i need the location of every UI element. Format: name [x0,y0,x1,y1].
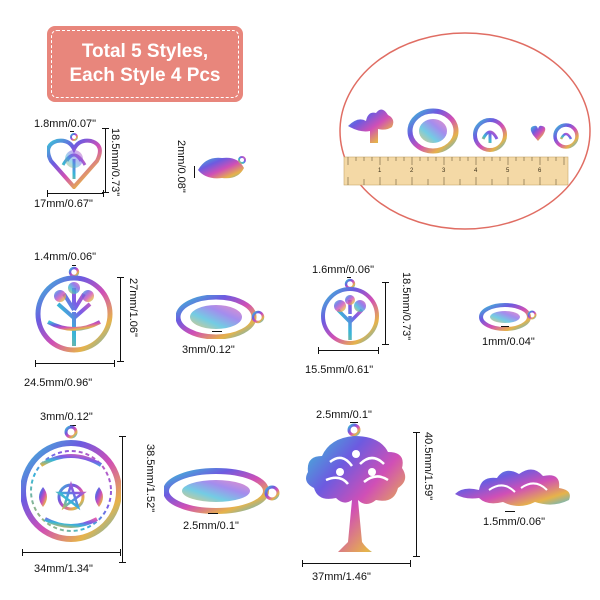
mini-heart-charm [530,125,546,141]
size-comparison-photo: 1 2 3 4 5 6 [338,31,592,231]
tree-side-thickness-label: 1.5mm/0.06" [483,516,545,528]
small-round-width-cap-left [318,347,319,354]
small-round-height-label: 18.5mm/0.73" [400,272,412,341]
mini-round-charm [473,118,507,152]
heart-width-cap-left [47,190,48,197]
promo-banner: Total 5 Styles, Each Style 4 Pcs [47,26,243,102]
moon-width-cap-right [120,549,121,556]
ruler-number-3: 3 [442,168,446,174]
ruler-number-5: 5 [506,168,510,174]
heart-width-line [47,193,103,194]
moon-height-cap-bottom [119,562,126,563]
tree-thickness-label: 2.5mm/0.1" [316,409,372,421]
heart-charm [47,131,103,189]
heart-width-label: 17mm/0.67" [34,198,93,210]
ruler: 1 2 3 4 5 6 [343,156,569,186]
tree-width-line [302,563,410,564]
round-tree-height-line [120,277,121,361]
tree-side-view [449,462,581,512]
heart-height-cap-top [102,128,109,129]
round-tree-width-label: 24.5mm/0.96" [24,377,93,389]
mini-moon-charm [407,108,459,154]
small-round-side-view [479,302,537,332]
small-round-height-line [385,282,386,344]
ruler-number-4: 4 [474,168,478,174]
moon-width-label: 34mm/1.34" [34,563,93,575]
moon-width-line [22,552,120,553]
moon-side-thickness-label: 2.5mm/0.1" [183,520,239,532]
mini-tree-charm [348,109,394,143]
small-round-width-label: 15.5mm/0.61" [305,364,374,376]
tree-height-cap-top [413,432,420,433]
small-round-height-cap-top [382,282,389,283]
ruler-number-2: 2 [410,168,414,174]
heart-height-line [105,128,106,192]
small-round-thickness-label: 1.6mm/0.06" [312,264,374,276]
heart-side-line [194,166,195,178]
heart-width-cap-right [103,190,104,197]
round-tree-width-cap-left [35,360,36,367]
tree-width-cap-left [302,560,303,567]
moon-height-line [122,436,123,562]
ruler-number-6: 6 [538,168,542,174]
small-round-tree-charm [318,278,382,346]
moon-height-label: 38.5mm/1.52" [144,444,156,513]
heart-thickness-label: 1.8mm/0.07" [34,118,96,130]
round-tree-width-cap-right [114,360,115,367]
tree-charm [300,422,412,556]
round-tree-thickness-line [72,265,76,266]
small-round-side-thickness-label: 1mm/0.04" [482,336,535,348]
tree-height-label: 40.5mm/1.59" [422,432,434,501]
promo-banner-frame: Total 5 Styles, Each Style 4 Pcs [51,30,239,98]
small-round-thickness-line [347,277,351,278]
tree-thickness-line [350,422,358,423]
tree-height-line [416,432,417,556]
heart-side-thickness-label: 2mm/0.08" [175,140,187,193]
heart-height-label: 18.5mm/0.73" [109,128,121,197]
small-round-side-line [501,326,509,327]
round-tree-side-thickness-label: 3mm/0.12" [182,344,235,356]
small-round-width-line [318,350,378,351]
round-tree-charm [34,266,114,354]
moon-side-view [164,467,280,515]
moon-thickness-line [70,425,76,426]
ruler-number-1: 1 [378,168,382,174]
comparison-illustration: 1 2 3 4 5 6 [339,32,591,230]
round-tree-side-view [176,295,266,339]
moon-height-cap-top [119,436,126,437]
tree-width-label: 37mm/1.46" [312,571,371,583]
mini-small-round-charm [553,123,579,149]
round-tree-height-cap-bottom [117,361,124,362]
banner-line-2: Each Style 4 Pcs [69,65,221,86]
heart-side-view [196,152,248,182]
round-tree-width-line [35,363,115,364]
round-tree-thickness-label: 1.4mm/0.06" [34,251,96,263]
moon-side-line [208,513,218,514]
moon-thickness-label: 3mm/0.12" [40,411,93,423]
tree-side-line [505,511,515,512]
banner-line-1: Total 5 Styles, [81,41,209,62]
moon-pentagram-charm [21,425,121,545]
heart-height-cap-bottom [102,192,109,193]
small-round-width-cap-right [378,347,379,354]
tree-height-cap-bottom [413,556,420,557]
moon-width-cap-left [22,549,23,556]
tree-width-cap-right [410,560,411,567]
round-tree-height-cap-top [117,277,124,278]
small-round-height-cap-bottom [382,344,389,345]
heart-thickness-line [70,131,74,132]
round-tree-height-label: 27mm/1.06" [127,278,139,337]
round-tree-side-line [212,331,222,332]
